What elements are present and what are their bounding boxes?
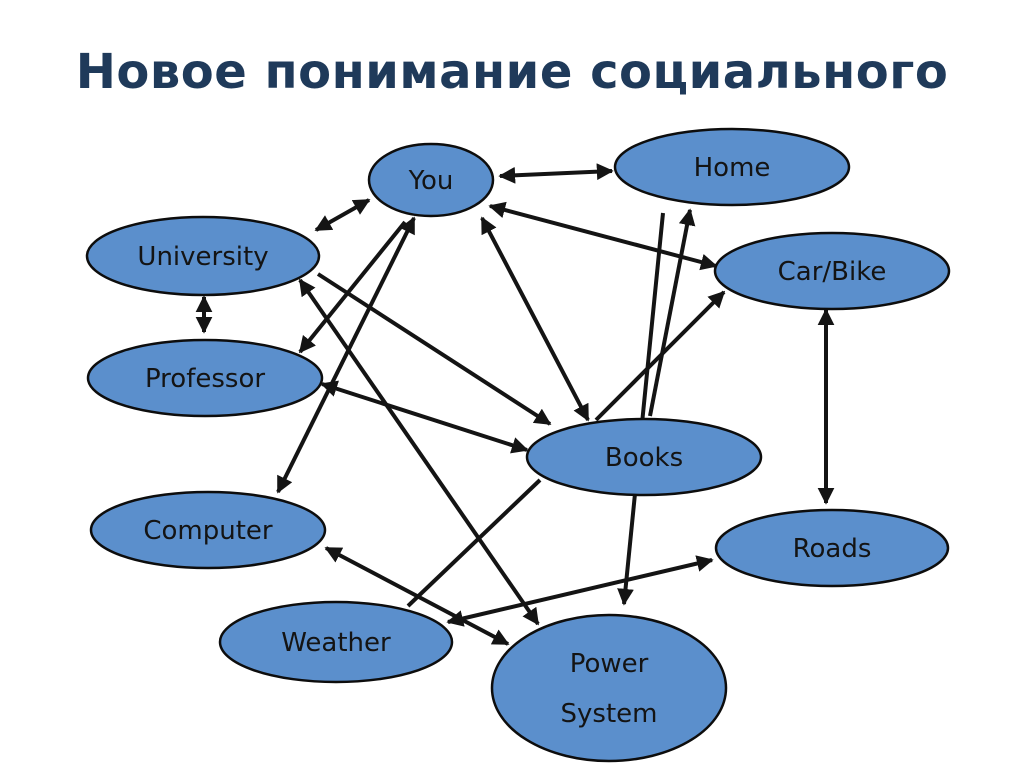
node-roads: Roads <box>714 508 950 588</box>
node-you-label: You <box>408 166 454 196</box>
edge-university-books <box>316 272 552 426</box>
node-power-system-label: Power <box>570 649 649 679</box>
node-weather: Weather <box>218 600 454 684</box>
edge-professor-books <box>320 380 529 454</box>
edge-you-university <box>314 198 371 232</box>
node-weather-shape <box>218 600 454 684</box>
node-power-system-label: System <box>561 699 658 729</box>
edge-books-home <box>648 208 696 417</box>
edge-university-power-system <box>298 278 540 626</box>
node-home-shape <box>613 127 851 207</box>
node-you: You <box>367 142 495 218</box>
node-roads-label: Roads <box>793 534 872 564</box>
node-computer: Computer <box>89 490 327 570</box>
edge-books-weather <box>406 478 542 608</box>
node-professor-label: Professor <box>145 364 265 394</box>
node-computer-label: Computer <box>143 516 273 546</box>
edge-layer <box>195 163 835 646</box>
node-professor-shape <box>86 338 324 418</box>
page-title: Новое понимание социального <box>75 44 949 100</box>
node-university: University <box>85 215 321 297</box>
node-power-system-shape <box>490 613 728 763</box>
edge-roads-weather <box>446 555 714 627</box>
edge-computer-power-system <box>324 546 510 646</box>
node-home-label: Home <box>694 153 771 183</box>
node-books: Books <box>525 417 763 497</box>
node-car-bike-shape <box>713 231 951 311</box>
node-car-bike: Car/Bike <box>713 231 951 311</box>
node-roads-shape <box>714 508 950 588</box>
edge-you-professor <box>298 220 407 354</box>
edge-you-home <box>498 163 614 184</box>
node-home: Home <box>613 127 851 207</box>
node-books-label: Books <box>605 443 683 473</box>
node-car-bike-label: Car/Bike <box>778 257 887 287</box>
node-university-shape <box>85 215 321 297</box>
node-university-label: University <box>137 242 268 272</box>
edge-you-car-bike <box>488 201 718 271</box>
node-computer-shape <box>89 490 327 570</box>
node-weather-label: Weather <box>281 628 391 658</box>
node-you-shape <box>367 142 495 218</box>
edge-home-power-system <box>617 212 665 606</box>
node-professor: Professor <box>86 338 324 418</box>
node-books-shape <box>525 417 763 497</box>
